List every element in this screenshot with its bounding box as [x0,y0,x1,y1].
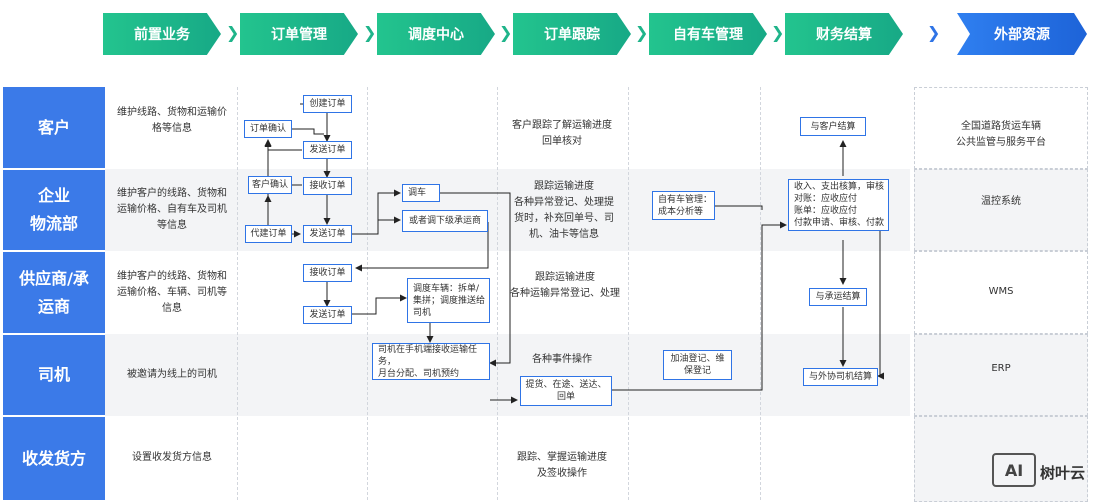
row-band-enterprise [105,169,910,251]
external-cell [914,251,1088,334]
dispatch-vehicle-box: 调车 [402,184,440,202]
chevron-right-icon: ❯ [226,23,240,42]
stage-pre-business: 前置业务 [103,13,221,55]
external-temperature-system: 温控系统 [981,196,1021,207]
tracking-consignee: 跟踪、掌握运输进度 及签收操作 [517,452,607,479]
external-cell [914,87,1088,169]
column-divider [760,87,761,500]
receive-order-box: 接收订单 [303,264,352,282]
stage-order-management: 订单管理 [240,13,358,55]
stage-dispatch-center: 调度中心 [377,13,495,55]
chevron-right-icon: ❯ [363,23,377,42]
column-divider [237,87,238,500]
carrier-settlement-box: 与承运结算 [809,288,867,306]
external-cell [914,169,1088,251]
external-cell [914,416,1088,502]
refuel-box: 加油登记、维 保登记 [663,350,732,380]
external-cell [914,334,1088,416]
order-confirm-box: 订单确认 [244,120,292,138]
stage-finance: 财务结算 [785,13,903,55]
row-band-driver [105,334,910,416]
stage-external-resources: 外部资源 [957,13,1087,55]
tracking-supplier: 跟踪运输进度 各种运输异常登记、处理 [510,272,620,299]
row-label-customer: 客户 [3,87,105,168]
vehicle-dispatch-box: 调度车辆：拆单/ 集拼；调度推送给 司机 [407,278,490,323]
create-order-box: 创建订单 [303,95,352,113]
column-divider [367,87,368,500]
customer-confirm-box: 客户确认 [248,176,292,194]
external-erp: ERP [991,363,1011,374]
send-order-box: 发送订单 [303,141,352,159]
desc-driver: 被邀请为线上的司机 [127,369,217,380]
chevron-right-icon: ❯ [771,23,785,42]
external-wms: WMS [988,286,1014,297]
subcontract-box: 或者调下级承运商 [402,210,488,232]
own-vehicle-box: 自有车管理： 成本分析等 [652,191,715,220]
chevron-right-icon: ❯ [499,23,513,42]
tracking-driver-ops: 各种事件操作 [532,354,592,365]
driver-settlement-box: 与外协司机结算 [803,368,878,386]
ai-logo-icon: AI [992,453,1036,487]
row-label-driver: 司机 [3,335,105,415]
desc-supplier: 维护客户的线路、货物和 运输价格、车辆、司机等 信息 [117,271,227,314]
receive-order-box: 接收订单 [303,177,352,195]
send-order-box: 发送订单 [303,225,352,243]
chevron-right-icon: ❯ [635,23,649,42]
send-order-box: 发送订单 [303,306,352,324]
driver-events-box: 提货、在途、送达、 回单 [520,376,612,406]
row-label-supplier: 供应商/承 运商 [3,252,105,333]
stage-own-vehicle: 自有车管理 [649,13,767,55]
driver-accept-box: 司机在手机端接收运输任务， 月台分配、司机预约 [372,343,490,380]
chevron-right-icon: ❯ [927,23,941,42]
customer-settlement-box: 与客户结算 [800,117,866,136]
column-divider [628,87,629,500]
desc-customer: 维护线路、货物和运输价 格等信息 [117,107,227,134]
finance-summary-box: 收入、支出核算，审核 对账：应收应付 账单：应收应付 付款申请、审核、付款 [788,179,889,231]
external-national-platform: 全国道路货运车辆 公共监管与服务平台 [956,121,1046,148]
proxy-order-box: 代建订单 [245,225,292,243]
desc-enterprise: 维护客户的线路、货物和 运输价格、自有车及司机 等信息 [117,188,227,231]
stage-order-tracking: 订单跟踪 [513,13,631,55]
brand-watermark: 树叶云 [1040,464,1086,482]
tracking-customer: 客户跟踪了解运输进度 回单核对 [512,120,612,147]
tracking-enterprise: 跟踪运输进度 各种异常登记、处理提 货时，补充回单号、司 机、油卡等信息 [514,181,614,240]
column-divider [497,87,498,500]
row-label-enterprise: 企业 物流部 [3,170,105,250]
row-label-consignee: 收发货方 [3,417,105,500]
desc-consignee: 设置收发货方信息 [132,452,212,463]
